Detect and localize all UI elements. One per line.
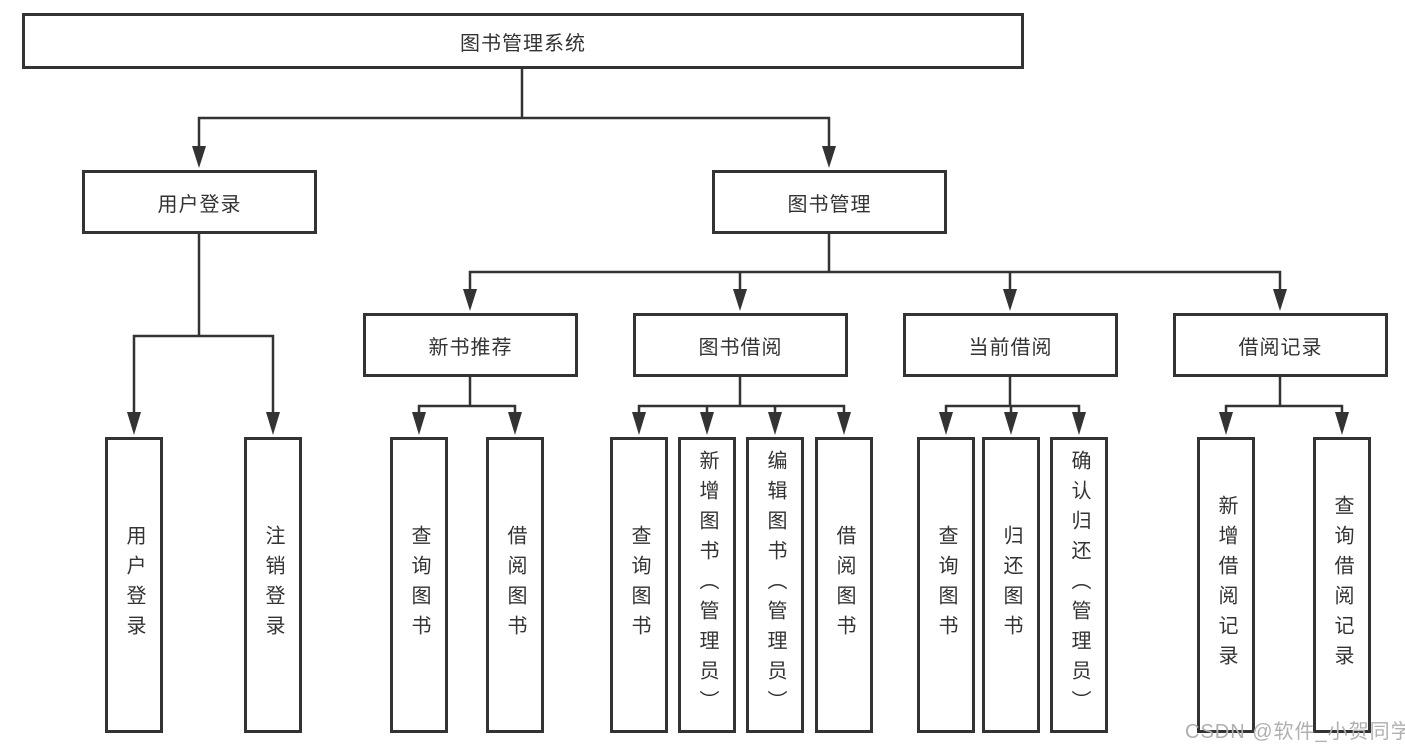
leaf-records-query-record: 查询借阅记录 <box>1313 437 1371 733</box>
leaf-current-confirm-return-admin: 确认归还（管理员） <box>1050 437 1108 733</box>
leaf-borrow-borrow-books: 借阅图书 <box>815 437 873 733</box>
node-book-borrowing: 图书借阅 <box>633 313 848 377</box>
leaf-borrow-query-books: 查询图书 <box>610 437 668 733</box>
leaf-logout: 注销登录 <box>244 437 302 733</box>
node-current-borrowing: 当前借阅 <box>903 313 1118 377</box>
leaf-records-add-record: 新增借阅记录 <box>1197 437 1255 733</box>
leaf-current-query-books: 查询图书 <box>917 437 975 733</box>
leaf-borrow-edit-books-admin: 编辑图书（管理员） <box>746 437 804 733</box>
leaf-user-login: 用户登录 <box>105 437 163 733</box>
leaf-newbook-query-books: 查询图书 <box>390 437 448 733</box>
leaf-current-return-books: 归还图书 <box>982 437 1040 733</box>
node-user-login: 用户登录 <box>82 170 317 234</box>
leaf-newbook-borrow-books: 借阅图书 <box>486 437 544 733</box>
node-new-book-recommendation: 新书推荐 <box>363 313 578 377</box>
node-book-management: 图书管理 <box>712 170 947 234</box>
leaf-borrow-add-books-admin: 新增图书（管理员） <box>678 437 736 733</box>
node-library-management-system: 图书管理系统 <box>22 13 1024 69</box>
watermark-text: CSDN @软件_小贺同学 <box>1185 721 1405 743</box>
node-borrowing-records: 借阅记录 <box>1173 313 1388 377</box>
